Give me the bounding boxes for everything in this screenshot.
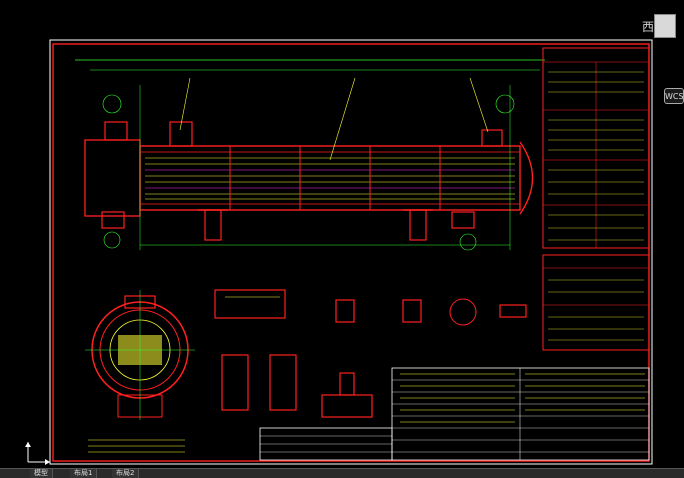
- section-view-a-a: [85, 290, 195, 420]
- viewcube-icon[interactable]: [654, 14, 676, 38]
- main-shell-view: [75, 59, 545, 251]
- layout-tab-bar: 模型 布局1 布局2: [0, 468, 684, 478]
- spec-table: [542, 47, 650, 249]
- wcs-button[interactable]: WCS: [664, 88, 684, 104]
- detail-views: [214, 289, 527, 418]
- viewcube[interactable]: 西: [640, 12, 680, 42]
- nozzle-table: [542, 254, 650, 351]
- notes-block: [88, 439, 185, 453]
- tab-layout2[interactable]: 布局2: [112, 469, 140, 478]
- tab-model[interactable]: 模型: [30, 469, 53, 478]
- viewcube-west-label[interactable]: 西: [642, 20, 655, 34]
- ucs-icon: [25, 442, 50, 465]
- tab-layout1[interactable]: 布局1: [70, 469, 98, 478]
- bill-of-materials: [259, 367, 650, 461]
